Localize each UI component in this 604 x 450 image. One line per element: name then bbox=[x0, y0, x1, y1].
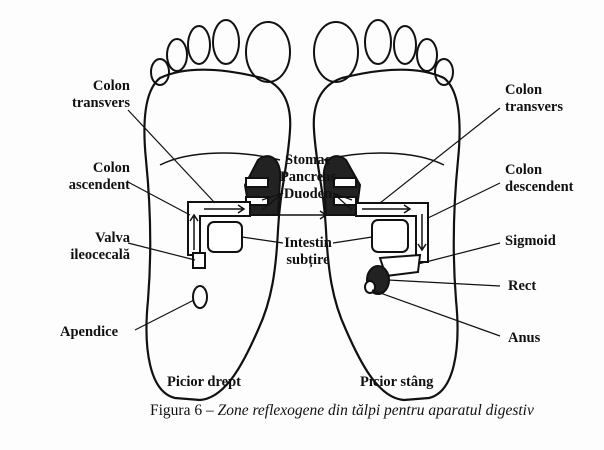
label-duoden: Duoden bbox=[283, 186, 333, 202]
arrow-descending bbox=[417, 214, 427, 252]
arrow-ascending bbox=[189, 213, 199, 250]
pancreas-zone bbox=[333, 177, 357, 188]
leader-lines bbox=[127, 107, 501, 337]
small-intestine-zone bbox=[207, 221, 243, 253]
label-apendice: Apendice bbox=[60, 324, 118, 340]
right-foot-organs bbox=[187, 155, 282, 309]
arrow-transverse bbox=[362, 204, 412, 214]
title-picior-drept: Picior drept bbox=[167, 374, 241, 390]
label-stomac: Stomac bbox=[285, 152, 331, 168]
colon-transverse-zone bbox=[187, 201, 251, 256]
figure-caption: Figura 6 – Zone reflexogene din tălpi pe… bbox=[150, 402, 534, 420]
title-picior-stang: Picior stâng bbox=[360, 374, 434, 390]
label-pancreas: Pancreas bbox=[279, 169, 337, 185]
pancreas-zone bbox=[245, 177, 269, 188]
label-rect: Rect bbox=[508, 278, 537, 294]
anus-zone bbox=[364, 280, 376, 294]
label-anus: Anus bbox=[508, 330, 541, 346]
caption-prefix: Figura 6 – bbox=[150, 402, 218, 419]
appendix-zone bbox=[192, 285, 208, 309]
label-sigmoid: Sigmoid bbox=[505, 233, 556, 249]
caption-text: Zone reflexogene din tălpi pentru aparat… bbox=[217, 402, 534, 419]
left-foot-organs bbox=[322, 155, 429, 295]
ileocecal-valve-zone bbox=[192, 252, 206, 269]
arrow-transverse bbox=[204, 204, 246, 214]
small-intestine-zone bbox=[371, 219, 409, 253]
